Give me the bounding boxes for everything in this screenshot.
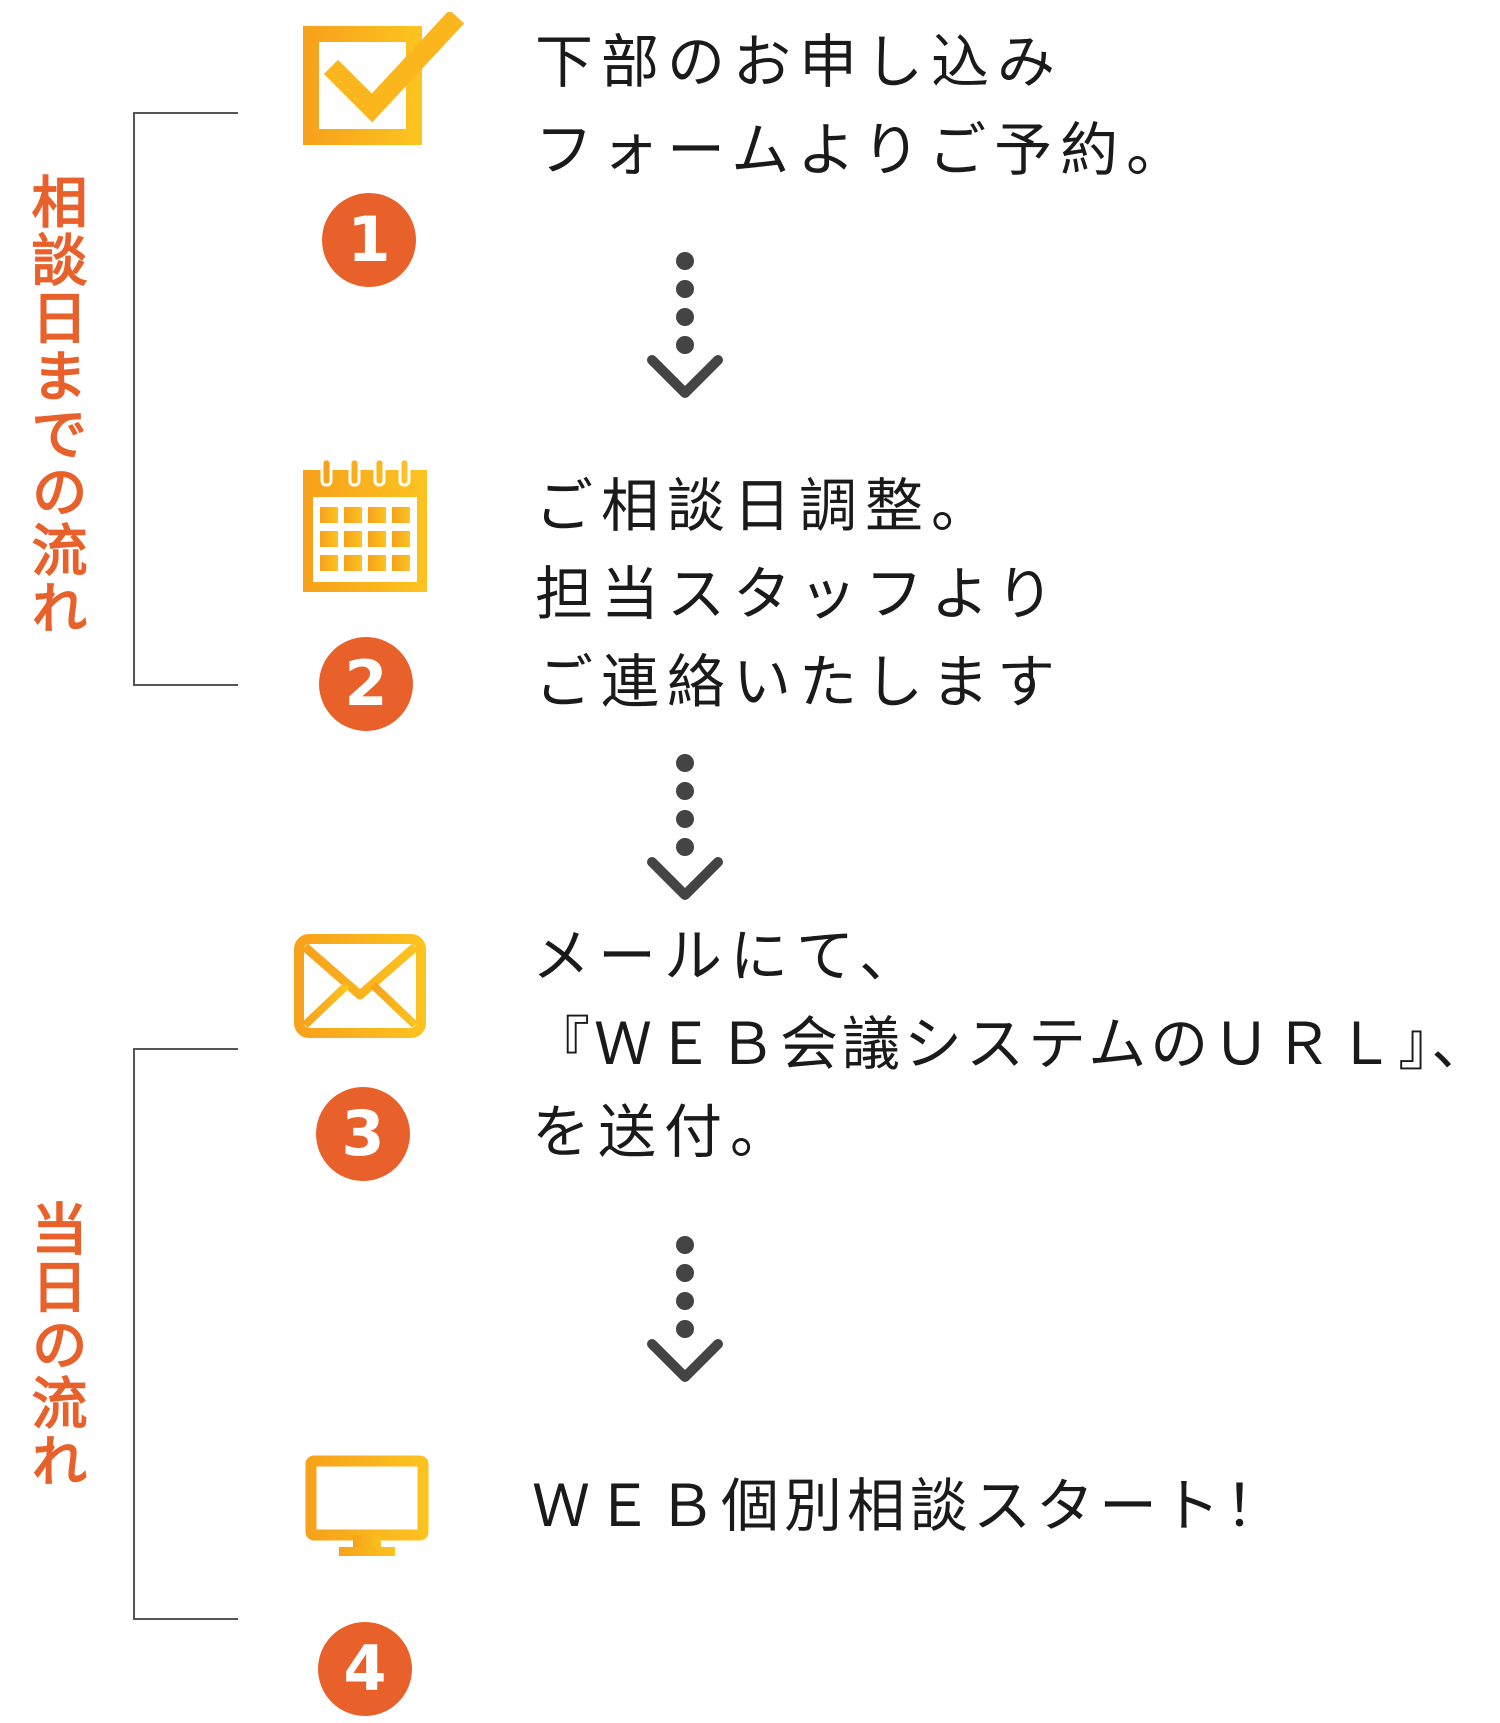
step-1-text: 下部のお申し込み フォームよりご予約。: [535, 18, 1192, 194]
down-arrow-3: [647, 1236, 723, 1382]
step-4-line-1: ＷＥＢ個別相談スタート！: [532, 1472, 1289, 1540]
step-3-line-3: を送付。: [532, 1098, 797, 1166]
phase-label-before-consultation: 相談日までの流れ: [22, 173, 87, 637]
phase-label-consultation-day: 当日の流れ: [22, 1200, 87, 1490]
phase-bracket-consultation-day: [133, 1048, 238, 1620]
monitor-icon: [305, 1455, 429, 1556]
step-2-line-2: 担当スタッフより: [535, 560, 1062, 628]
step-3-line-1: メールにて、: [532, 922, 926, 990]
step-1-line-1: 下部のお申し込み: [535, 28, 1064, 96]
phase-bracket-before-consultation: [133, 112, 238, 686]
step-4-text: ＷＥＢ個別相談スタート！: [532, 1462, 1288, 1550]
step-number-badge-3: 3: [316, 1087, 410, 1181]
step-1-line-2: フォームよりご予約。: [535, 116, 1193, 184]
down-arrow-2: [647, 754, 723, 900]
step-3-text: メールにて、 『ＷＥＢ会議システムのＵＲＬ』、 を送付。: [532, 912, 1493, 1176]
step-2-text: ご相談日調整。 担当スタッフより ご連絡いたします: [535, 462, 1063, 726]
step-number-badge-1: 1: [322, 193, 416, 287]
step-2-line-1: ご相談日調整。: [535, 472, 998, 540]
step-2-line-3: ご連絡いたします: [535, 648, 1064, 716]
step-number-badge-4: 4: [318, 1622, 412, 1716]
checkbox-icon: [303, 12, 465, 145]
step-3-line-2: 『ＷＥＢ会議システムのＵＲＬ』、: [532, 1010, 1494, 1078]
down-arrow-1: [647, 252, 723, 398]
calendar-icon: [303, 457, 427, 592]
step-number-badge-2: 2: [319, 637, 413, 731]
envelope-icon: [294, 934, 426, 1038]
